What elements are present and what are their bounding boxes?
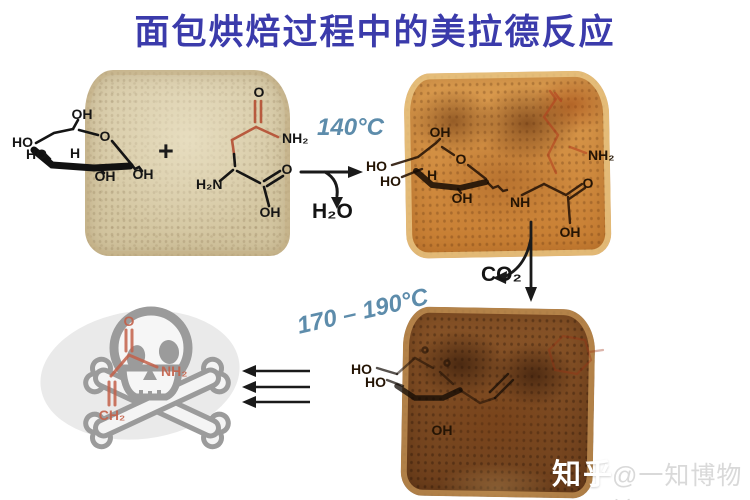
asparagine-acid-oh-label: OH: [260, 204, 281, 220]
glucose-oh-top-label: OH: [72, 106, 93, 122]
melanoidin-ho-upper-label: HO: [351, 361, 372, 377]
arrowhead-left: [242, 381, 256, 393]
glucose-ho-lower-label: HO: [26, 146, 47, 162]
acrylamide-structure-icon: O NH₂ CH₂: [99, 313, 188, 423]
asparagine-amide-nh2-label: NH₂: [282, 130, 308, 146]
melanoidin-structure-icon: HO HO OH: [351, 334, 605, 438]
glyco-amide-nh2-label: NH₂: [588, 147, 614, 163]
glyco-ho-upper-label: HO: [366, 158, 387, 174]
glucose-structure-icon: OH HO HO H O OH OH: [12, 106, 154, 184]
glucose-oh-bottom-label: OH: [95, 168, 116, 184]
arrowhead-left: [242, 365, 256, 377]
zhihu-logo: 知乎: [552, 459, 615, 491]
arrowhead-down: [525, 287, 537, 302]
co2-byproduct-label: CO₂: [481, 263, 522, 286]
glyco-oh-bottom-label: OH: [452, 190, 473, 206]
water-byproduct-label: H₂O: [312, 200, 353, 223]
acrylamide-ch2-label: CH₂: [99, 407, 125, 423]
arrowhead-right: [348, 166, 363, 178]
asparagine-structure-icon: O NH₂ H₂N O OH: [196, 84, 308, 220]
glyco-oh-top-label: OH: [430, 124, 451, 140]
reaction-arrow-step2: [493, 220, 537, 302]
glycosylamine-structure-icon: HO HO OH O H OH NH O OH NH₂: [366, 89, 614, 240]
acrylamide-nh2-label: NH₂: [161, 363, 187, 379]
glucose-oh-anomeric-label: OH: [133, 166, 154, 182]
glucose-h-label: H: [70, 145, 80, 161]
arrowhead-down: [331, 197, 343, 209]
skull-crossbones-icon: [40, 306, 240, 450]
glyco-acid-oh-label: OH: [560, 224, 581, 240]
glyco-acid-oxygen-label: O: [583, 175, 594, 191]
arrowhead-left: [493, 271, 507, 284]
asparagine-amide-oxygen-label: O: [254, 84, 265, 100]
acrylamide-oxygen-label: O: [124, 313, 135, 329]
toxicity-pointer-arrows: [242, 365, 310, 408]
diagram-title: 面包烘焙过程中的美拉德反应: [134, 13, 616, 52]
glucose-ring-oxygen-label: O: [100, 128, 111, 144]
asparagine-amine-label: H₂N: [196, 176, 222, 192]
glyco-ring-oxygen-label: O: [456, 151, 467, 167]
glucose-ho-upper-label: HO: [12, 134, 33, 150]
melanoidin-oh-label: OH: [432, 422, 453, 438]
reaction-arrow-step1: [299, 166, 363, 209]
glyco-ho-lower-label: HO: [380, 173, 401, 189]
watermark-author: @一知博物馆: [612, 462, 743, 500]
glyco-nh-link-label: NH: [510, 194, 530, 210]
asparagine-acid-oxygen-label: O: [282, 161, 293, 177]
plus-sign: +: [158, 136, 174, 166]
melanoidin-ho-lower-label: HO: [365, 374, 386, 390]
arrowhead-left: [242, 396, 256, 408]
temperature-label-step1: 140°C: [317, 114, 384, 141]
glyco-h-label: H: [427, 167, 437, 183]
